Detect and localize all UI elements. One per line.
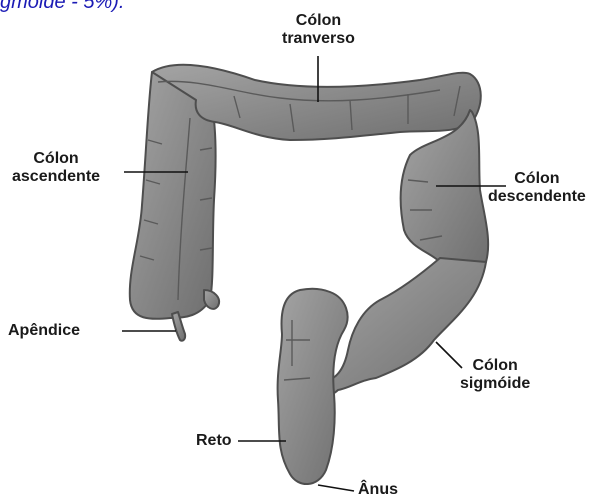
label-colon-sigmoide-line2: sigmóide <box>460 375 530 393</box>
label-colon-transverso-line2: tranverso <box>282 30 355 48</box>
label-anus: Ânus <box>358 481 398 499</box>
label-colon-descendente-line1: Cólon <box>488 170 586 188</box>
label-colon-transverso: Cólon tranverso <box>282 12 355 48</box>
label-colon-ascendente: Cólon ascendente <box>12 150 100 186</box>
leader-sigmoide <box>436 342 462 368</box>
label-apendice: Apêndice <box>8 322 80 340</box>
label-colon-descendente-line2: descendente <box>488 188 586 206</box>
label-colon-transverso-line1: Cólon <box>282 12 355 30</box>
top-caption: gmoide - 5%). <box>0 0 125 14</box>
label-colon-ascendente-line2: ascendente <box>12 168 100 186</box>
label-colon-sigmoide: Cólon sigmóide <box>460 357 530 393</box>
leader-anus <box>318 485 354 491</box>
label-reto: Reto <box>196 432 232 450</box>
label-colon-descendente: Cólon descendente <box>488 170 586 206</box>
descending-colon-shape <box>401 110 489 273</box>
cecum-pouch <box>204 290 219 309</box>
label-colon-ascendente-line1: Cólon <box>12 150 100 168</box>
label-colon-sigmoide-line1: Cólon <box>460 357 530 375</box>
colon-shape <box>130 65 488 484</box>
